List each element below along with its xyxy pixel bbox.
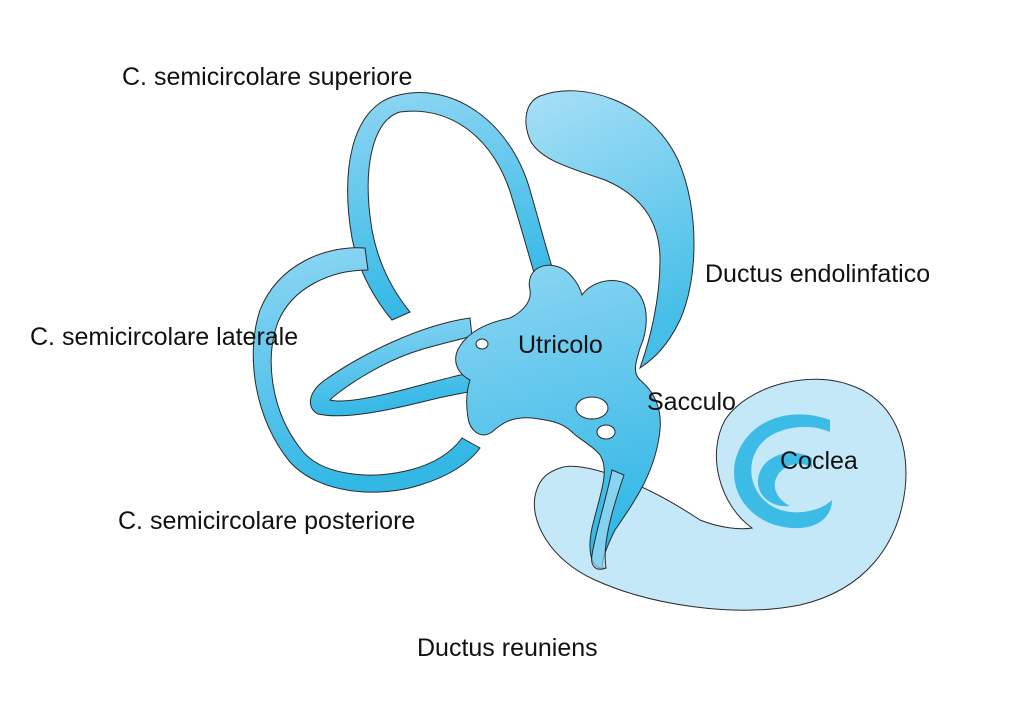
label-saccule: Sacculo (647, 388, 736, 416)
label-superior-canal: C. semicircolare superiore (122, 63, 413, 91)
vestibule-hole (475, 338, 489, 350)
cochlea-spiral-outer (734, 414, 832, 529)
saccule-hole-upper (575, 396, 609, 420)
lateral-canal (309, 317, 479, 417)
cochlea (533, 378, 907, 611)
label-ductus-reuniens: Ductus reuniens (417, 634, 598, 662)
saccule-hole-lower (596, 424, 616, 440)
superior-canal (347, 92, 557, 321)
label-utricle: Utricolo (518, 331, 603, 359)
ductus-reuniens (591, 469, 625, 570)
label-posterior-canal: C. semicircolare posteriore (118, 507, 416, 535)
label-lateral-canal: C. semicircolare laterale (30, 323, 299, 351)
label-endolymphatic-duct: Ductus endolinfatico (705, 260, 931, 288)
label-cochlea: Coclea (780, 447, 858, 475)
cochlea-spiral-inner (757, 452, 812, 507)
cochlea-body (533, 378, 907, 611)
endolymphatic-duct (525, 90, 695, 370)
posterior-canal (252, 247, 481, 493)
